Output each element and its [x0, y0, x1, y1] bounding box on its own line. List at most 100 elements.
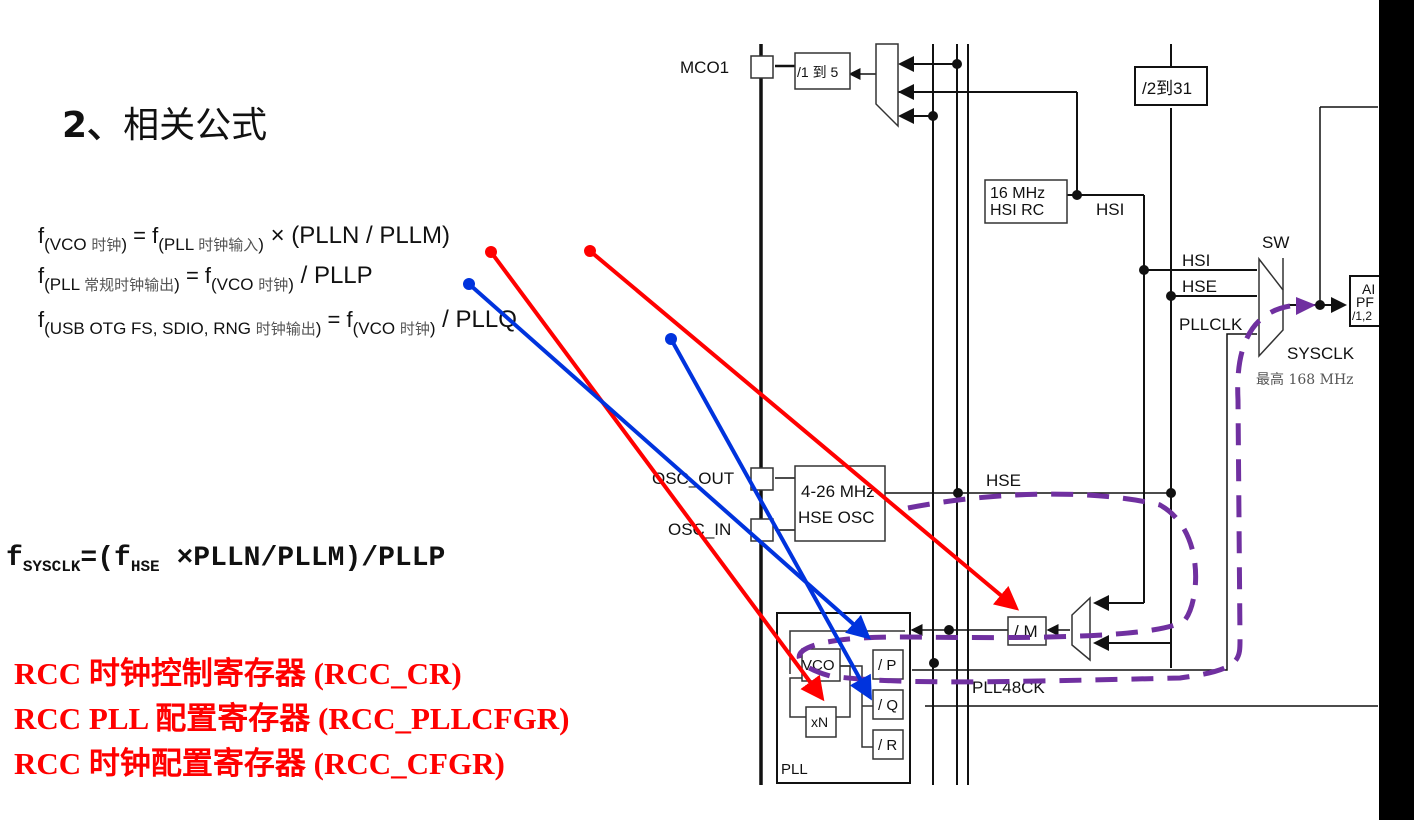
- ahb-label-3: /1,2: [1352, 309, 1372, 323]
- ahb-label-2: PF: [1356, 294, 1374, 310]
- sw-hse-label: HSE: [1182, 277, 1217, 296]
- hse-sub: HSE: [130, 558, 160, 576]
- junction-dot: [1072, 190, 1082, 200]
- formula-sub: (USB OTG FS, SDIO, RNG: [44, 319, 256, 338]
- junction-dot: [953, 488, 963, 498]
- vco-feedback: [789, 677, 806, 718]
- red-endpoints: [485, 245, 596, 258]
- formula-rhs-sub-close: ): [258, 235, 264, 254]
- section-title: 相关公式: [123, 105, 268, 146]
- formula-rhs-sub-cn: 时钟: [258, 276, 289, 294]
- sysclk-symbol: f: [6, 543, 23, 574]
- mco1-label: MCO1: [680, 58, 729, 77]
- junction-dot: [952, 59, 962, 69]
- pll-label: PLL: [781, 761, 808, 778]
- formula-pll-output: f(PLL 常规时钟输出) = f(VCO 时钟) / PLLP: [38, 262, 373, 295]
- hsi-rc-line1: 16 MHz: [990, 185, 1045, 202]
- junction-dot: [1139, 265, 1149, 275]
- red-arrow-pllm-to-m: [588, 249, 1020, 611]
- formula-symbol: f: [38, 263, 45, 288]
- formula-vco: f(VCO 时钟) = f(PLL 时钟输入) × (PLLN / PLLM): [38, 222, 450, 255]
- junction-dot: [1315, 300, 1325, 310]
- junction-dot: [1166, 291, 1176, 301]
- sw-label: SW: [1262, 233, 1289, 252]
- osc-out-label: OSC_OUT: [652, 469, 734, 488]
- rtc-divider-box: [1134, 66, 1208, 106]
- register-rcc-cfgr: RCC 时钟配置寄存器 (RCC_CFGR): [14, 746, 505, 781]
- sysclk-max-label: 最高 168 MHz: [1256, 371, 1354, 388]
- formula-tail: / PLLP: [293, 262, 373, 289]
- formula-eq: = f: [127, 223, 159, 248]
- red-arrow-plln-to-xn: [489, 250, 825, 702]
- sysclk-sub: SYSCLK: [22, 558, 81, 576]
- blue-dot-pllp: [463, 278, 475, 290]
- section-number: 2、: [62, 105, 124, 146]
- mco1-mux: [875, 43, 899, 128]
- register-rcc-pllcfgr: RCC PLL 配置寄存器 (RCC_PLLCFGR): [14, 701, 570, 736]
- sw-hsi-label: HSI: [1182, 251, 1210, 270]
- div-m-box: [1007, 616, 1047, 646]
- formula-sub-cn: 时钟: [91, 236, 122, 254]
- formula-sub: (VCO: [44, 235, 92, 254]
- div-r-label: / R: [878, 737, 897, 754]
- blue-annotations: [467, 282, 872, 701]
- formula-rhs-sub-close: ): [288, 275, 294, 294]
- formula-sub-close: ): [315, 319, 322, 338]
- hse-osc-line1: 4-26 MHz: [801, 482, 875, 501]
- div-q-box: [872, 689, 904, 720]
- section-heading: 2、相关公式: [62, 96, 267, 148]
- formula-tail: × (PLLN / PLLM): [263, 222, 451, 249]
- sw-pllclk-label: PLLCLK: [1179, 315, 1243, 334]
- junction-dot: [944, 625, 954, 635]
- sysclk-mid: =(f: [80, 543, 131, 574]
- rtc-div-label: /2到31: [1142, 79, 1192, 98]
- register-rcc-cr: RCC 时钟控制寄存器 (RCC_CR): [14, 656, 462, 691]
- clock-path-annotation: [796, 303, 1291, 685]
- purple-dashed-path: [796, 303, 1291, 685]
- mco1-divider-box: [794, 52, 851, 90]
- mco1-pin: [750, 55, 774, 79]
- div-p-label: / P: [878, 657, 896, 674]
- formula-sub: (PLL: [44, 275, 85, 294]
- blue-arrow-pllq-to-q: [669, 338, 872, 701]
- hsi-rc-box: [984, 179, 1068, 224]
- formula-sub-close: ): [174, 275, 180, 294]
- blue-dot-pllq: [665, 333, 677, 345]
- xn-box: [805, 706, 837, 738]
- hse-osc-line2: HSE OSC: [798, 508, 875, 527]
- formula-rhs-sub-close: ): [429, 319, 436, 338]
- red-dot-plln: [485, 246, 497, 258]
- mco1-div-label: /1 到 5: [797, 64, 838, 80]
- hsi-label: HSI: [1096, 200, 1124, 219]
- formula-rhs-sub: (VCO: [211, 275, 259, 294]
- purple-arrowhead: [1296, 297, 1316, 315]
- sysclk-tail: ×PLLN/PLLM)/PLLP: [159, 543, 446, 574]
- ahb-label-1: AI: [1362, 281, 1375, 297]
- xn-label: xN: [811, 714, 828, 730]
- div-q-label: / Q: [878, 697, 898, 714]
- sysclk-max-text: 最高 168 MHz: [1256, 371, 1354, 388]
- formula-rhs-sub: (PLL: [158, 235, 199, 254]
- junction-dot: [928, 111, 938, 121]
- formula-rhs-sub: (VCO: [352, 319, 400, 338]
- formula-sub-close: ): [121, 235, 128, 254]
- blue-arrow-pllp-to-p: [467, 282, 871, 640]
- div-r-box: [872, 729, 904, 760]
- pll-source-mux: [1071, 596, 1091, 662]
- junctions: [928, 59, 1325, 668]
- formula-symbol: f: [38, 223, 45, 248]
- formula-symbol: f: [38, 307, 45, 332]
- formula-eq: = f: [321, 307, 353, 332]
- formula-tail: / PLLQ: [435, 306, 517, 333]
- diagram-labels: MCO1 /1 到 5 /2到31 16 MHz HSI RC HSI SW H…: [652, 58, 1375, 778]
- formula-sub-cn: 时钟输出: [255, 320, 316, 338]
- hsi-rc-line2: HSI RC: [990, 202, 1044, 219]
- sysclk-label: SYSCLK: [1287, 344, 1355, 363]
- junction-dot: [1166, 488, 1176, 498]
- hse-label: HSE: [986, 471, 1021, 490]
- hse-to-mux: [1093, 493, 1172, 651]
- formula-sub-cn: 常规时钟输出: [84, 276, 175, 294]
- formula-usb-output: f(USB OTG FS, SDIO, RNG 时钟输出) = f(VCO 时钟…: [38, 306, 517, 339]
- red-annotations: [489, 249, 1020, 702]
